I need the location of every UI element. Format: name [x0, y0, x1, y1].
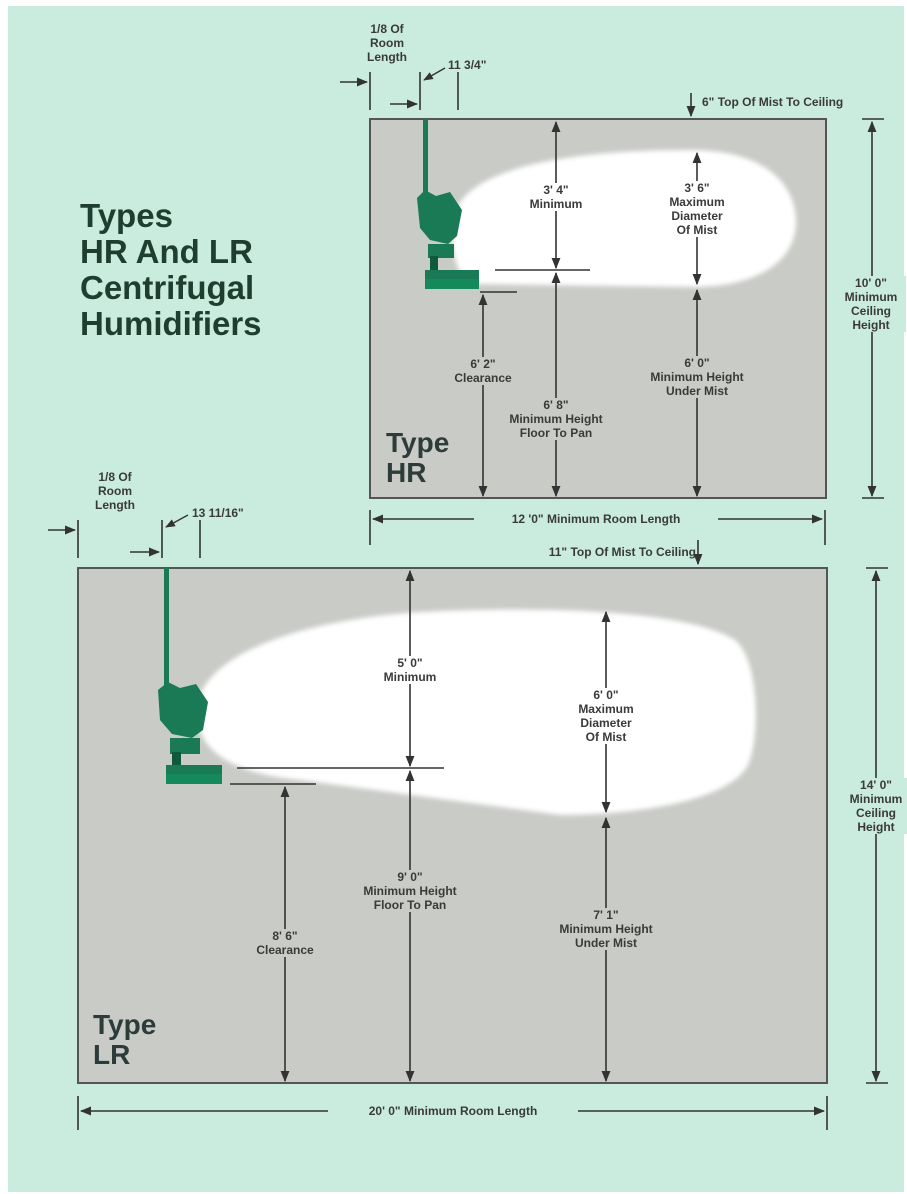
lr-max-diameter-label: 6' 0" Maximum Diameter Of Mist [556, 688, 656, 744]
lr-mist [197, 609, 756, 815]
lr-humidifier-icon [158, 568, 222, 784]
lr-top-of-mist-label: 11" Top Of Mist To Ceiling [548, 545, 696, 559]
lr-under-mist-label: 7' 1" Minimum Height Under Mist [546, 908, 666, 950]
lr-type-label: Type LR [93, 1009, 157, 1070]
lr-offset-leader [165, 514, 189, 528]
hr-room-length-label: 12 '0" Minimum Room Length [511, 512, 681, 526]
lr-floor-to-pan-label: 9' 0" Minimum Height Floor To Pan [350, 870, 470, 912]
hr-ceiling-label: 10' 0" Minimum Ceiling Height [836, 276, 906, 332]
hr-offset-leader [423, 67, 446, 81]
hr-clearance-label: 6' 2" Clearance [436, 357, 530, 385]
hr-top-of-mist-label: 6" Top Of Mist To Ceiling [702, 95, 844, 109]
lr-room-length-label: 20' 0" Minimum Room Length [368, 1104, 538, 1118]
lr-clearance-label: 8' 6" Clearance [238, 929, 332, 957]
hr-humidifier-icon [417, 119, 479, 289]
hr-floor-to-pan-label: 6' 8" Minimum Height Floor To Pan [496, 398, 616, 440]
hr-type-label: Type HR [386, 427, 450, 488]
diagram-title: Types HR And LR Centrifugal Humidifiers [80, 197, 262, 342]
lr-room-fraction-label: 1/8 Of Room Length [95, 470, 135, 512]
lr-minimum-label: 5' 0" Minimum [360, 656, 460, 684]
lr-offset-label: 13 11/16" [192, 506, 244, 520]
hr-room-fraction-label: 1/8 Of Room Length [367, 22, 407, 64]
hr-minimum-label: 3' 4" Minimum [506, 183, 606, 211]
hr-offset-label: 11 3/4" [448, 58, 487, 72]
hr-under-mist-label: 6' 0" Minimum Height Under Mist [637, 356, 757, 398]
hr-max-diameter-label: 3' 6" Maximum Diameter Of Mist [647, 181, 747, 237]
lr-ceiling-label: 14' 0" Minimum Ceiling Height [836, 778, 907, 834]
